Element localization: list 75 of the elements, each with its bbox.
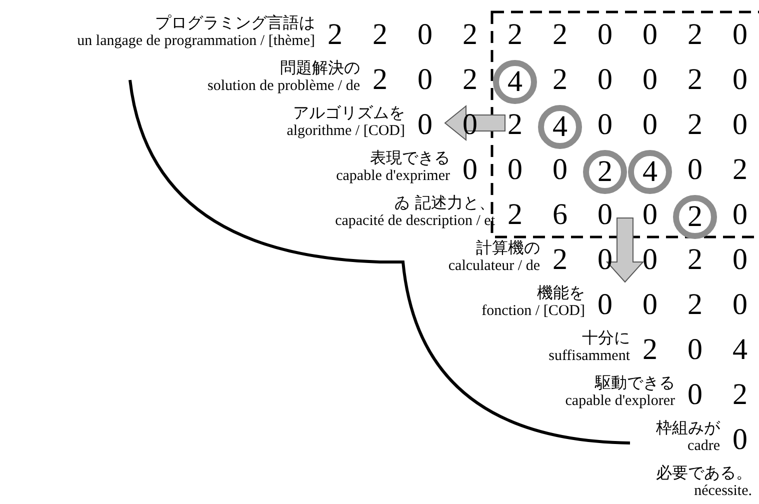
score-value: 2 <box>686 244 704 276</box>
score-value: 0 <box>732 109 748 141</box>
score-value: 2 <box>462 64 478 96</box>
score-value: 4 <box>732 334 748 366</box>
circled-score: 4 <box>538 105 582 149</box>
score-value: 2 <box>372 19 388 51</box>
french-gloss: algorithme / [COD] <box>286 123 405 139</box>
japanese-phrase: 駆動できる <box>595 374 675 392</box>
score-value: 2 <box>642 334 658 366</box>
score-value: 0 <box>596 199 614 231</box>
score-value: 2 <box>732 379 748 411</box>
french-gloss: capable d'exprimer <box>336 168 450 184</box>
japanese-phrase: ゐ 記述力と、 <box>394 194 495 212</box>
score-value: 2 <box>552 64 568 96</box>
japanese-phrase: 表現できる <box>370 149 450 167</box>
circled-score: 2 <box>673 195 717 239</box>
score-value: 0 <box>596 109 614 141</box>
japanese-phrase: 必要である。 <box>656 464 752 482</box>
score-value: 0 <box>642 64 658 96</box>
score-value: 0 <box>596 244 614 276</box>
french-gloss: solution de problème / de <box>208 78 360 94</box>
score-value: 2 <box>372 64 388 96</box>
score-value: 0 <box>732 424 748 456</box>
score-value: 2 <box>462 19 478 51</box>
circled-score: 4 <box>493 60 537 104</box>
score-value: 6 <box>552 199 568 231</box>
score-value: 2 <box>506 109 524 141</box>
french-gloss: cadre <box>688 438 720 454</box>
score-value: 0 <box>596 289 614 321</box>
japanese-phrase: 問題解決の <box>280 59 360 77</box>
japanese-phrase: 計算機の <box>476 239 540 257</box>
japanese-phrase: プログラミング言語は <box>155 14 315 32</box>
score-value: 0 <box>596 19 614 51</box>
french-gloss: calculateur / de <box>448 258 540 274</box>
score-value: 0 <box>642 19 658 51</box>
score-value: 0 <box>416 19 434 51</box>
score-value: 0 <box>732 289 748 321</box>
score-value: 0 <box>416 64 434 96</box>
score-value: 0 <box>686 154 704 186</box>
score-value: 0 <box>642 199 658 231</box>
score-value: 2 <box>732 154 748 186</box>
score-value: 2 <box>686 64 704 96</box>
french-gloss: un langage de programmation / [thème] <box>77 33 315 49</box>
score-value: 0 <box>596 64 614 96</box>
score-value: 2 <box>326 19 344 51</box>
french-gloss: nécessite. <box>694 483 752 499</box>
score-value: 2 <box>686 289 704 321</box>
score-value: 2 <box>686 19 704 51</box>
score-value: 2 <box>686 109 704 141</box>
score-value: 0 <box>642 289 658 321</box>
circled-score: 4 <box>628 150 672 194</box>
score-value: 2 <box>506 19 524 51</box>
score-value: 2 <box>552 19 568 51</box>
score-value: 0 <box>506 154 524 186</box>
score-value: 2 <box>506 199 524 231</box>
score-value: 0 <box>642 244 658 276</box>
score-value: 0 <box>642 109 658 141</box>
japanese-phrase: 枠組みが <box>656 419 720 437</box>
japanese-phrase: 十分に <box>582 329 630 347</box>
score-value: 0 <box>686 334 704 366</box>
circled-score: 2 <box>583 150 627 194</box>
score-value: 2 <box>552 244 568 276</box>
score-value: 0 <box>732 64 748 96</box>
score-value: 0 <box>416 109 434 141</box>
score-value: 0 <box>686 379 704 411</box>
score-value: 0 <box>732 244 748 276</box>
score-value: 0 <box>732 19 748 51</box>
japanese-phrase: アルゴリズムを <box>293 104 405 122</box>
score-value: 0 <box>462 154 478 186</box>
french-gloss: suffisamment <box>548 348 630 364</box>
french-gloss: capable d'explorer <box>565 393 675 409</box>
score-value: 0 <box>552 154 568 186</box>
french-gloss: fonction / [COD] <box>482 303 585 319</box>
japanese-phrase: 機能を <box>537 284 585 302</box>
score-value: 0 <box>732 199 748 231</box>
